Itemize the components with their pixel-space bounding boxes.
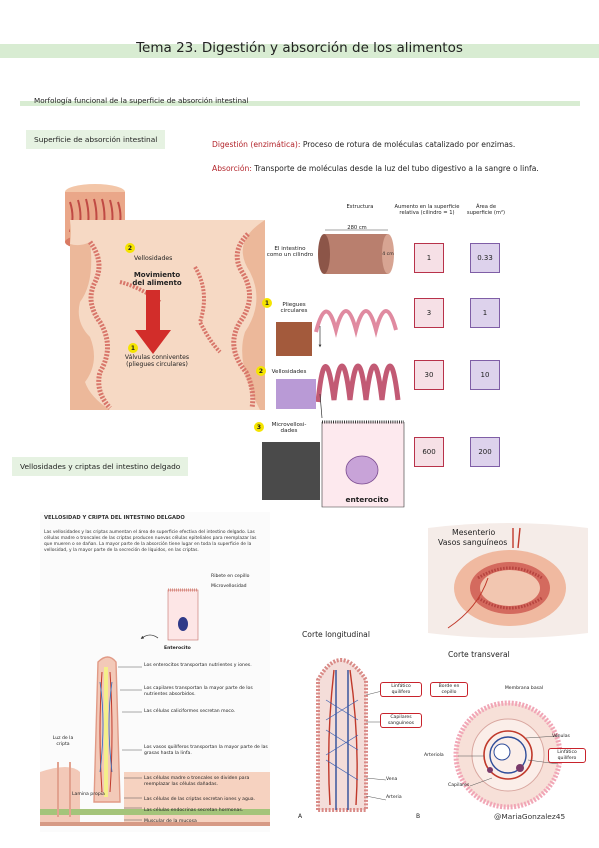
enterocyte-cell xyxy=(321,420,405,508)
venules-label: Vénulas xyxy=(552,734,570,739)
row-label-folds: Pliegues circulares xyxy=(280,302,308,315)
transversal-section-drawing xyxy=(453,700,563,810)
movement-label: Movimiento del alimento xyxy=(132,271,182,288)
area-value-folds: 1 xyxy=(470,298,500,328)
figure-letter-b: B xyxy=(416,813,421,820)
capillaries-label: Capilares xyxy=(448,783,470,788)
microvilli-photo xyxy=(262,442,320,500)
header-relative: Aumento en la superficie relativa (cilin… xyxy=(394,204,460,216)
row-badge-1: 1 xyxy=(262,298,272,308)
area-value-microvilli: 200 xyxy=(470,437,500,467)
folds-photo xyxy=(276,322,312,356)
digestion-definition: Digestión (enzimática): Proceso de rotur… xyxy=(212,140,515,149)
mesentery-illustration xyxy=(428,523,588,638)
cylinder-shape xyxy=(318,229,394,274)
mesentery-label: Mesenterio xyxy=(452,528,496,537)
rel-value-cylinder: 1 xyxy=(414,243,444,273)
page-title: Tema 23. Digestión y absorción de los al… xyxy=(0,40,599,56)
arteriole-label: Arteriola xyxy=(424,753,444,758)
row-label-microvilli: Microvellosi-dades xyxy=(271,422,307,435)
lacteal-box-transversal: Linfático quilífero xyxy=(548,748,586,763)
row-badge-2: 2 xyxy=(256,366,266,376)
note-endocrine: Las células endocrinas secretan hormonas… xyxy=(144,808,244,813)
header-structure: Estructura xyxy=(346,204,374,210)
villi-panel-header: VELLOSIDAD Y CRIPTA DEL INTESTINO DELGAD… xyxy=(44,515,185,521)
length-label: 280 cm xyxy=(347,225,367,231)
digestion-text: Proceso de rotura de moléculas catalizad… xyxy=(300,140,516,149)
digestion-term: Digestión (enzimática): xyxy=(212,140,301,149)
note-crypt-cells: Las células de las criptas secretan ione… xyxy=(144,797,256,802)
villi-photo xyxy=(276,379,316,409)
note-stem-cells: Las células madre o troncales se dividen… xyxy=(144,776,250,787)
figure-letter-a: A xyxy=(298,813,303,820)
badge-valves: 1 xyxy=(128,343,138,353)
area-value-cylinder: 0.33 xyxy=(470,243,500,273)
section-underline xyxy=(20,101,580,106)
crypt-lumen-label: Luz de la cripta xyxy=(52,736,74,747)
row-badge-3: 3 xyxy=(254,422,264,432)
absorption-text: Transporte de moléculas desde la luz del… xyxy=(251,164,539,173)
title-number: Tema 23. xyxy=(136,40,198,56)
capillaries-box-longitudinal: Capilares sanguíneos xyxy=(380,713,422,728)
brush-border-label: Ribete en cepillo xyxy=(211,574,250,579)
header-area: Área de superficie (m²) xyxy=(466,204,506,216)
title-highlight xyxy=(0,44,599,58)
villi-panel-intro: Las vellosidades y las criptas aumentan … xyxy=(44,530,257,553)
note-capillaries: Los capilares transportan la mayor parte… xyxy=(144,686,253,697)
lamina-propria-label: Lamina propia xyxy=(72,792,105,797)
row-label-villi: Vellosidades xyxy=(271,369,307,375)
brush-border-box: Borde en cepillo xyxy=(430,682,468,697)
longitudinal-section-drawing xyxy=(316,658,387,812)
note-lacteals: Los vasos quilíferos transportan la mayo… xyxy=(144,745,268,756)
lacteal-box-longitudinal: Linfático quilífero xyxy=(380,682,422,697)
structure-drawings xyxy=(314,229,405,508)
artery-label: Arteria xyxy=(386,795,402,800)
badge-villi: 2 xyxy=(125,243,135,253)
title-text: Digestión y absorción de los alimentos xyxy=(197,40,463,56)
rel-value-folds: 3 xyxy=(414,298,444,328)
intestine-illustration xyxy=(65,184,265,410)
longitudinal-title: Corte longitudinal xyxy=(302,630,370,639)
area-value-villi: 10 xyxy=(470,360,500,390)
rel-value-villi: 30 xyxy=(414,360,444,390)
note-goblet: Las células caliciformes secretan moco. xyxy=(144,709,236,714)
blood-vessels-label: Vasos sanguíneos xyxy=(438,538,508,547)
valves-label: Válvulas conniventes (pliegues circulare… xyxy=(124,354,190,369)
villus-illustration xyxy=(40,588,270,826)
note-enterocytes: Los enterocitos transportan nutrientes y… xyxy=(144,663,252,668)
enterocyte-small-label: Enterocito xyxy=(164,646,191,651)
basal-membrane-label: Membrana basal xyxy=(504,686,544,691)
note-muscularis: Muscular de la mucosa xyxy=(144,819,197,824)
absorption-definition: Absorción: Transporte de moléculas desde… xyxy=(212,164,539,173)
row-label-cylinder: El intestino como un cilindro xyxy=(266,246,314,259)
enterocyte-label: enterocito xyxy=(345,495,389,504)
villi-label: Vellosidades xyxy=(134,255,173,262)
food-movement-arrow xyxy=(135,290,171,354)
absorption-term: Absorción: xyxy=(212,164,252,173)
transversal-title: Corte transveral xyxy=(448,650,510,659)
author-credit: @MariaGonzalez45 xyxy=(494,812,566,821)
section-heading: Morfología funcional de la superficie de… xyxy=(34,96,249,105)
villi-section-label: Vellosidades y criptas del intestino del… xyxy=(12,457,189,476)
rel-value-microvilli: 600 xyxy=(414,437,444,467)
diameter-label: 4 cm xyxy=(382,252,394,257)
surface-label: Superficie de absorción intestinal xyxy=(26,130,166,149)
vein-label: Vena xyxy=(386,777,398,782)
microvillus-label: Microvellosidad xyxy=(211,584,247,589)
